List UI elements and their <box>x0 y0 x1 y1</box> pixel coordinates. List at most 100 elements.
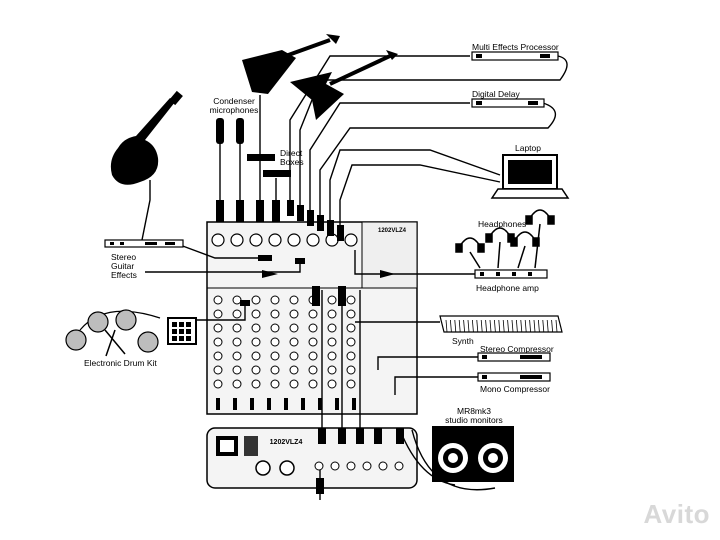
synth-key <box>485 319 487 333</box>
channel-knob <box>308 323 318 333</box>
label-digital-delay: Digital Delay <box>472 89 520 99</box>
channel-fader <box>250 398 254 410</box>
synth-key <box>450 319 452 333</box>
drum-pad-controller-icon <box>167 317 197 345</box>
channel-knob <box>308 337 318 347</box>
channel-fader <box>233 398 237 410</box>
input-jack <box>306 233 320 247</box>
channel-knob <box>327 295 337 305</box>
synth-key <box>476 319 479 333</box>
input-jack <box>211 233 225 247</box>
channel-knob <box>232 309 242 319</box>
synth-key <box>454 319 457 333</box>
channel-knob <box>289 337 299 347</box>
channel-knob <box>289 351 299 361</box>
synth-key <box>555 319 558 333</box>
label-condenser-1: Condenser <box>213 96 255 106</box>
channel-knob <box>270 351 280 361</box>
mono-compressor-unit <box>477 372 551 382</box>
label-monitors-2: studio monitors <box>445 415 503 425</box>
synth-key <box>489 319 492 333</box>
mixer-rear-panel: 1202VLZ4 <box>206 427 418 489</box>
label-multi-effects: Multi Effects Processor <box>472 42 559 52</box>
headphone-amp-unit <box>474 269 548 279</box>
channel-knob <box>213 365 223 375</box>
channel-knob <box>327 337 337 347</box>
synth-key <box>507 319 509 333</box>
label-headphone-amp: Headphone amp <box>476 283 539 293</box>
label-headphones: Headphones <box>478 219 527 229</box>
synth-key <box>529 319 531 333</box>
cable-plugs <box>216 200 404 494</box>
channel-fader <box>284 398 288 410</box>
channel-knob <box>308 379 318 389</box>
channel-knob <box>346 323 356 333</box>
input-jack <box>268 233 282 247</box>
synth-key <box>524 319 527 333</box>
channel-knob <box>327 323 337 333</box>
channel-knob <box>327 379 337 389</box>
synth-key <box>458 319 461 333</box>
channel-knob <box>270 295 280 305</box>
channel-knob <box>308 365 318 375</box>
channel-knob <box>289 323 299 333</box>
channel-knob <box>346 351 356 361</box>
channel-fader <box>267 398 271 410</box>
input-jack <box>344 233 358 247</box>
synth-keyboard-icon <box>439 315 563 333</box>
label-drum-kit: Electronic Drum Kit <box>84 358 157 368</box>
studio-monitor-left-icon <box>432 426 474 482</box>
xlr-out-left-icon <box>255 460 271 476</box>
stereo-compressor-unit <box>477 352 551 362</box>
channel-knob <box>346 337 356 347</box>
channel-knob <box>232 365 242 375</box>
channel-knob <box>346 309 356 319</box>
digital-delay-unit <box>471 98 545 108</box>
input-jack <box>249 233 263 247</box>
mixer-top-panel: 1202VLZ4 <box>206 221 418 415</box>
headphones-icon <box>455 209 555 269</box>
channel-knob <box>251 309 261 319</box>
explorer-guitar-icon <box>242 34 340 94</box>
channel-knob <box>308 309 318 319</box>
label-stereo-fx-3: Effects <box>111 270 137 280</box>
synth-key <box>502 319 505 333</box>
label-stereo-fx-1: Stereo <box>111 252 137 262</box>
input-jack <box>230 233 244 247</box>
label-synth: Synth <box>452 336 474 346</box>
electronic-drum-kit-icon <box>65 309 161 357</box>
channel-knob <box>213 379 223 389</box>
channel-knob <box>346 295 356 305</box>
channel-knob <box>251 365 261 375</box>
synth-key <box>472 319 474 333</box>
channel-knobs <box>211 233 358 389</box>
synth-key <box>463 319 465 333</box>
channel-knob <box>232 337 242 347</box>
label-monitors-1: MR8mk3 <box>456 406 491 416</box>
channel-knob <box>213 337 223 347</box>
synth-key <box>546 319 549 333</box>
channel-knob <box>289 295 299 305</box>
channel-knob <box>270 379 280 389</box>
channel-knob <box>232 323 242 333</box>
xlr-out-right-icon <box>279 460 295 476</box>
synth-key <box>467 319 470 333</box>
channel-knob <box>270 365 280 375</box>
channel-knob <box>251 379 261 389</box>
channel-knob <box>232 379 242 389</box>
mackie-logo-icon <box>244 436 258 456</box>
channel-fader <box>216 398 220 410</box>
laptop-icon <box>490 154 570 199</box>
channel-knob <box>213 309 223 319</box>
condenser-mic-icon <box>216 118 244 144</box>
channel-knob <box>270 323 280 333</box>
input-jack <box>287 233 301 247</box>
synth-key <box>498 319 501 333</box>
channel-knob <box>327 309 337 319</box>
channel-knob <box>289 365 299 375</box>
studio-monitor-right-icon <box>472 426 514 482</box>
label-condenser-2: microphones <box>209 105 259 115</box>
channel-knob <box>327 351 337 361</box>
label-mono-comp: Mono Compressor <box>480 384 550 394</box>
